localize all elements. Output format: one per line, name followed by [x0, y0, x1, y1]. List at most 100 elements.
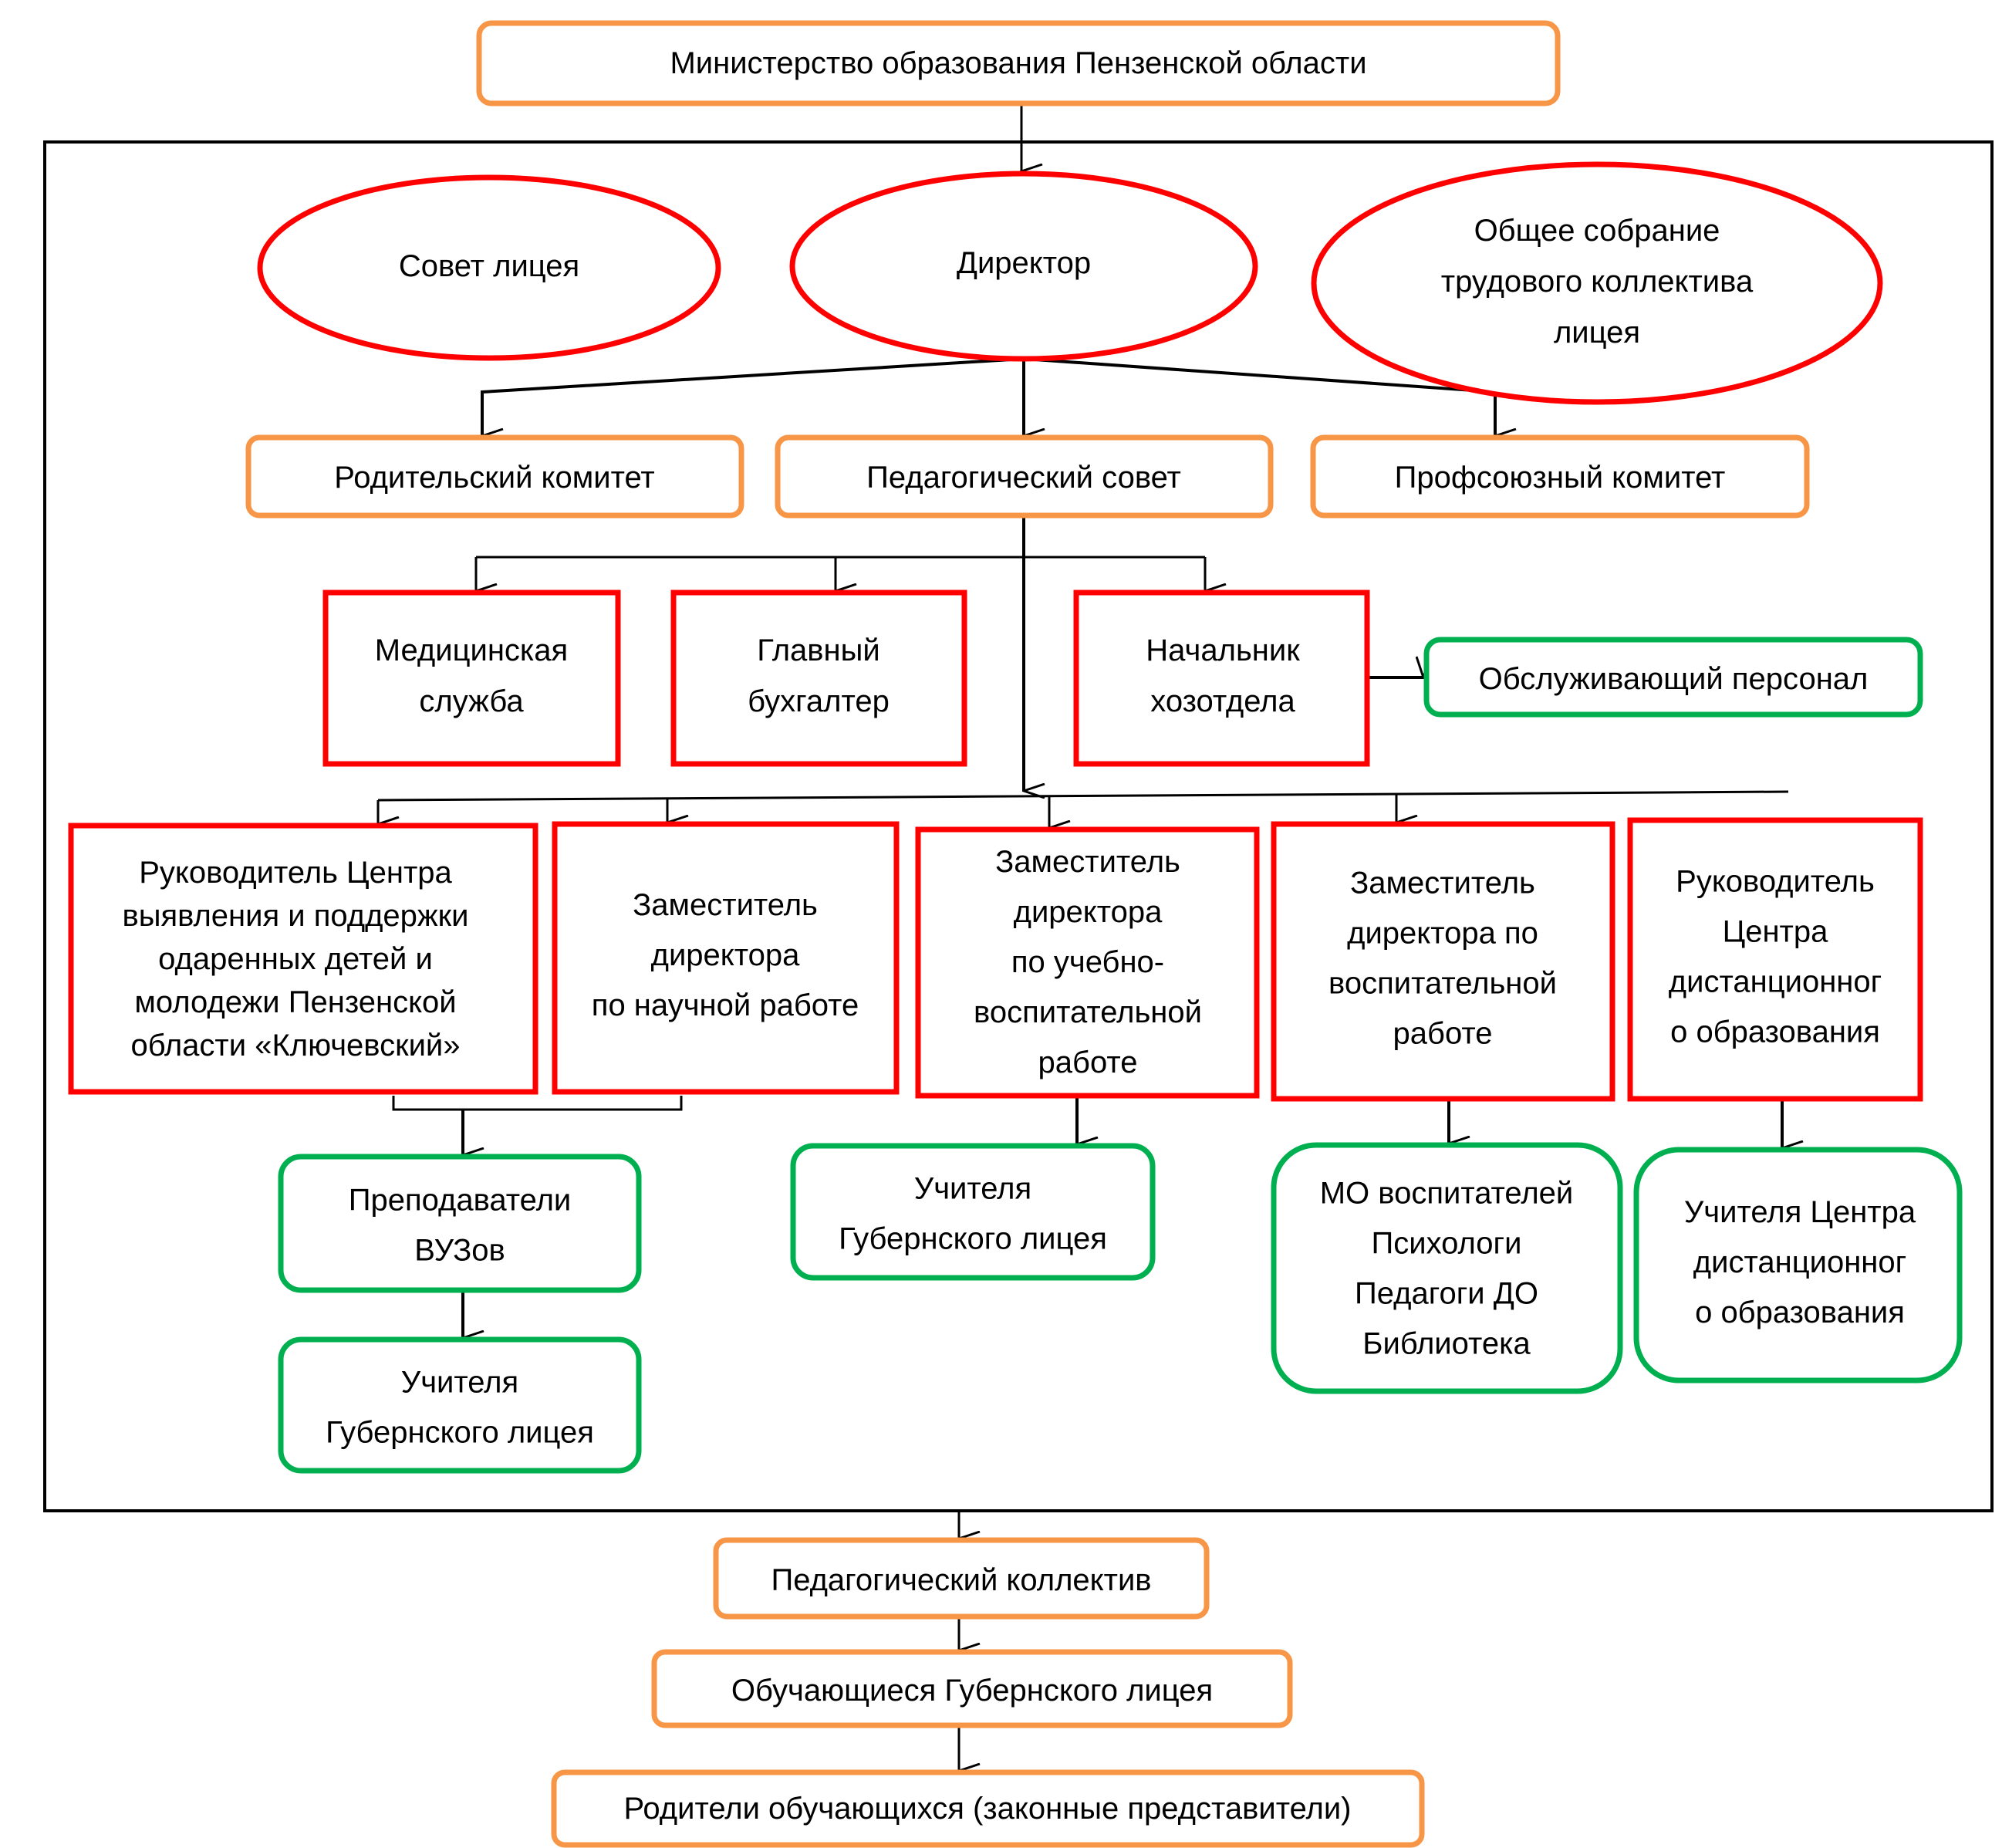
label-line: Главный: [757, 633, 879, 667]
label-line: о образования: [1695, 1296, 1905, 1329]
node-lyceum-council[interactable]: Совет лицея: [257, 174, 721, 361]
node-label: Общее собрание трудового коллектива лицея: [1441, 214, 1754, 350]
label-line: хозотдела: [1150, 684, 1295, 718]
label-line: служба: [419, 684, 524, 718]
label-line: бухгалтер: [748, 684, 890, 718]
node-label: Обслуживающий персонал: [1479, 662, 1869, 696]
node-pedagogical-council[interactable]: Педагогический совет: [775, 434, 1274, 519]
node-deputy-education[interactable]: Заместитель директора по учебно-воспитател…: [915, 826, 1260, 1099]
node-service-staff[interactable]: Обслуживающий персонал: [1423, 637, 1923, 718]
label-line: Педагоги ДО: [1355, 1276, 1538, 1310]
node-medical-service[interactable]: Медицинская служба: [322, 590, 621, 767]
node-label: Медицинская служба: [375, 633, 568, 718]
node-label: Заместитель директора по научной работе: [592, 888, 859, 1022]
label-line: Педагогический коллектив: [771, 1563, 1151, 1597]
node-label: Главный бухгалтер: [748, 633, 890, 718]
node-label: Министерство образования Пензенской обла…: [670, 46, 1366, 80]
lyceum-frame: [43, 140, 1994, 1512]
node-household-head[interactable]: Начальник хозотдела: [1073, 590, 1370, 767]
label-line: Заместитель: [995, 845, 1180, 879]
node-parents-committee[interactable]: Родительский комитет: [245, 434, 744, 519]
label-line: Обслуживающий персонал: [1479, 662, 1869, 696]
node-pedagogical-collective[interactable]: Педагогический коллектив: [713, 1537, 1210, 1620]
node-label: Педагогический совет: [866, 461, 1181, 495]
label-line: работе: [1038, 1046, 1138, 1079]
label-line: Заместитель: [633, 888, 818, 922]
node-klyuchevsky-center-head[interactable]: Руководитель Центра выявления и поддержки…: [68, 823, 538, 1095]
label-line: области «Ключевский»: [130, 1029, 460, 1063]
label-line: Учителя Центра: [1684, 1195, 1916, 1229]
label-line: лицея: [1554, 316, 1640, 350]
label-line: Учителя: [914, 1171, 1031, 1205]
label-line: трудового коллектива: [1441, 265, 1754, 299]
node-distance-teachers[interactable]: Учителя Центра дистанционног о образования: [1633, 1147, 1963, 1383]
node-deputy-science[interactable]: Заместитель директора по научной работе: [552, 821, 900, 1095]
label-line: молодежи Пензенской: [134, 985, 456, 1019]
node-label: Совет лицея: [399, 249, 579, 283]
label-line: Начальник: [1146, 633, 1300, 667]
label-line: Общее собрание: [1474, 214, 1720, 248]
label-line: Совет лицея: [399, 249, 579, 283]
node-label: Учителя Центра дистанционног о образования: [1684, 1195, 1916, 1329]
label-line: Учителя: [401, 1365, 518, 1399]
label-line: выявления и поддержки: [122, 899, 468, 933]
label-line: ВУЗов: [414, 1233, 505, 1267]
label-line: Педагогический совет: [866, 461, 1181, 495]
label-line: одаренных детей и: [158, 942, 433, 976]
label-line: МО воспитателей: [1320, 1176, 1574, 1210]
label-line: Губернского лицея: [326, 1415, 594, 1449]
node-label: Начальник хозотдела: [1146, 633, 1300, 718]
node-general-assembly[interactable]: Общее собрание трудового коллектива лицея: [1311, 161, 1883, 405]
label-line: Преподаватели: [349, 1183, 572, 1217]
node-director[interactable]: Директор: [789, 171, 1258, 362]
node-label: Директор: [957, 246, 1091, 280]
label-line: директора: [651, 938, 800, 972]
label-line: Профсоюзный комитет: [1395, 461, 1726, 495]
node-ministry[interactable]: Министерство образования Пензенской обла…: [476, 20, 1561, 106]
label-line: Медицинская: [375, 633, 568, 667]
label-line: дистанционног: [1669, 965, 1882, 998]
node-label: Профсоюзный комитет: [1395, 461, 1726, 495]
label-line: директора по: [1347, 916, 1538, 950]
label-line: Министерство образования Пензенской обла…: [670, 46, 1366, 80]
node-label: Заместитель директора по учебно-воспитател…: [974, 845, 1202, 1079]
node-union-committee[interactable]: Профсоюзный комитет: [1310, 434, 1810, 519]
label-line: Библиотека: [1362, 1326, 1531, 1360]
node-chief-accountant[interactable]: Главный бухгалтер: [670, 590, 967, 767]
label-line: Центра: [1723, 914, 1828, 948]
label-line: по учебно-: [1011, 945, 1164, 979]
label-line: Обучающиеся Губернского лицея: [731, 1674, 1213, 1708]
label-line: Родители обучающихся (законные представи…: [623, 1792, 1351, 1826]
label-line: работе: [1393, 1016, 1493, 1050]
label-line: Родительский комитет: [334, 461, 654, 495]
node-parents-legal[interactable]: Родители обучающихся (законные представи…: [551, 1769, 1425, 1848]
label-line: воспитательной: [974, 995, 1202, 1029]
node-students[interactable]: Обучающиеся Губернского лицея: [651, 1649, 1293, 1728]
label-line: Психологи: [1372, 1226, 1522, 1260]
label-line: Директор: [957, 246, 1091, 280]
label-line: воспитательной: [1328, 966, 1557, 1000]
node-label: Родители обучающихся (законные представи…: [623, 1792, 1351, 1826]
label-line: Руководитель Центра: [139, 856, 452, 890]
label-line: дистанционног: [1693, 1245, 1906, 1279]
label-line: по научной работе: [592, 988, 859, 1022]
label-line: Губернского лицея: [839, 1221, 1107, 1255]
bracket-left-deputies: [392, 1096, 683, 1111]
label-line: директора: [1014, 895, 1163, 929]
bus-row4: [377, 790, 1789, 802]
label-line: Руководитель: [1676, 864, 1875, 898]
node-label: Педагогический коллектив: [771, 1563, 1151, 1597]
